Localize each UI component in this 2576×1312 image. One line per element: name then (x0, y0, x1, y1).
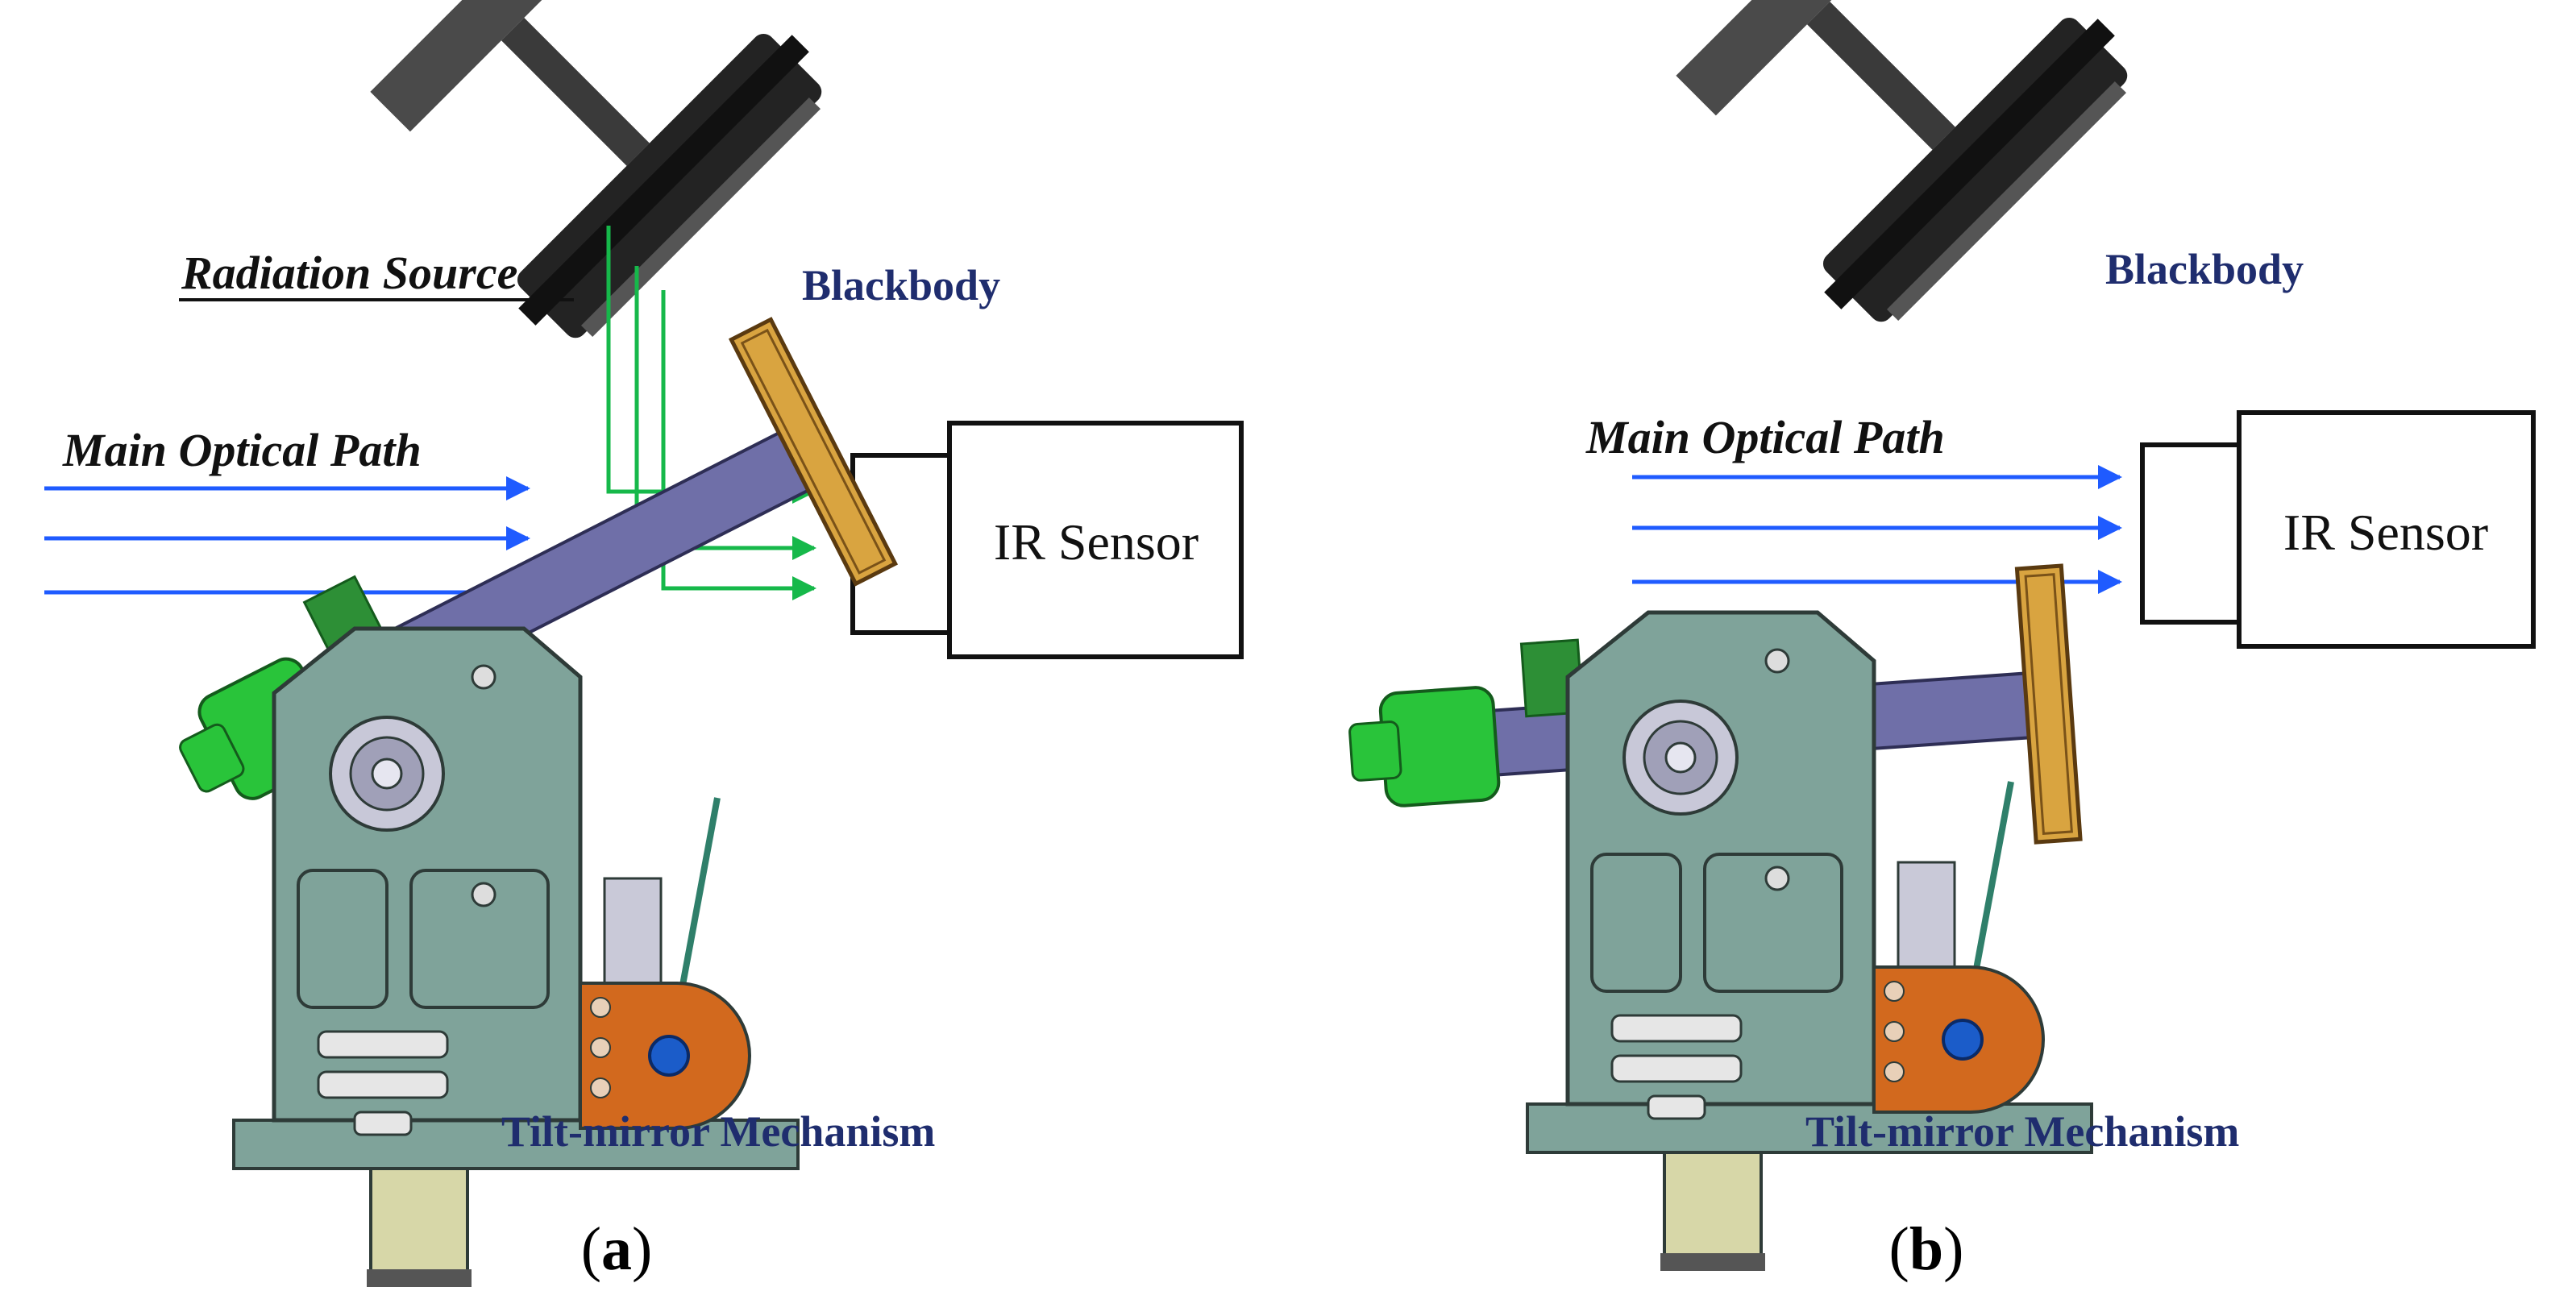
radiation-source-label: Radiation Source (181, 247, 517, 299)
tilt-mirror-mechanism (1342, 566, 2092, 1271)
main-optical-path-label: Main Optical Path (62, 424, 422, 476)
blackbody-icon (1641, 0, 2150, 344)
blackbody-icon (335, 0, 844, 360)
blackbody-label: Blackbody (802, 261, 1000, 309)
blackbody-label: Blackbody (2105, 245, 2304, 293)
main-optical-path-arrows (44, 476, 530, 604)
panel-caption: (b) (1889, 1215, 1964, 1283)
ir-sensor-label: IR Sensor (994, 513, 1199, 571)
main-optical-path-label: Main Optical Path (1585, 411, 1945, 463)
ir-sensor: IR Sensor (850, 421, 1244, 659)
panel-b: Blackbody Main Optical Path IR Sensor Ti… (1342, 0, 2536, 1283)
ir-sensor-label: IR Sensor (2283, 504, 2488, 561)
tilt-mirror-mechanism-label: Tilt-mirror Mechanism (501, 1107, 935, 1156)
panel-a: Blackbody Radiation Source Main Optical … (44, 0, 1244, 1287)
panel-caption: (a) (581, 1215, 653, 1283)
radiation-ray (661, 290, 816, 600)
ir-sensor: IR Sensor (2140, 410, 2536, 649)
tilt-mirror-mechanism-label: Tilt-mirror Mechanism (1805, 1107, 2239, 1156)
